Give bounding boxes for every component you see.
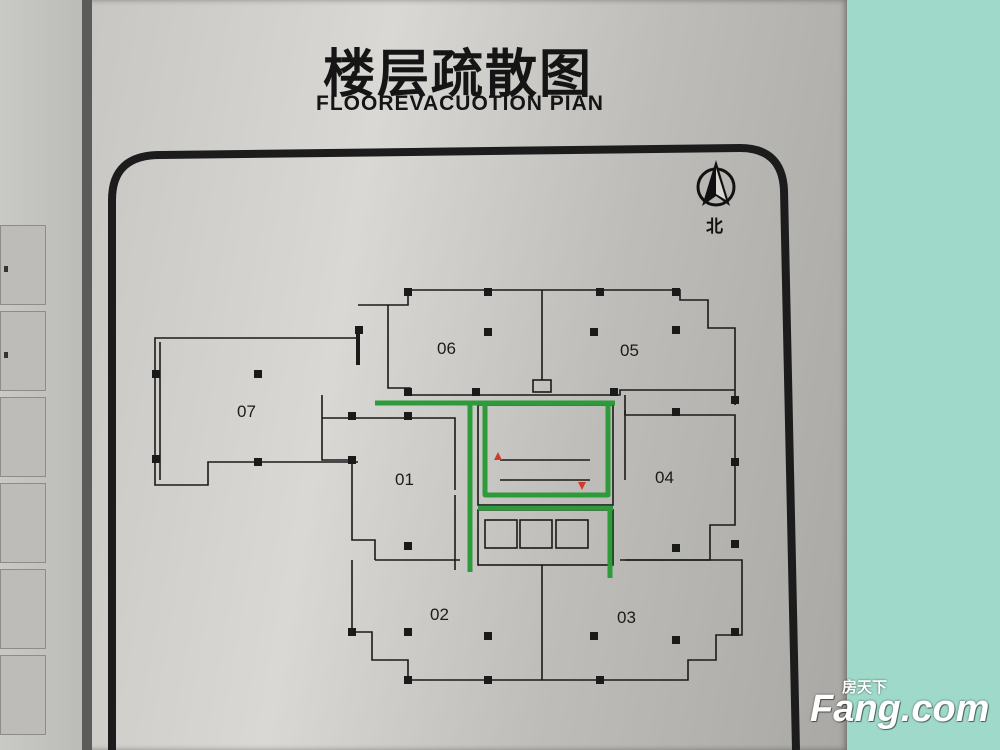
room-label-05: 05 (620, 341, 639, 360)
watermark-brand: Fang.com (810, 688, 990, 730)
sign-plate-edge (82, 0, 92, 750)
room-label-03: 03 (617, 608, 636, 627)
locker-door (0, 311, 46, 391)
north-label: 北 (706, 217, 723, 237)
locker-door (0, 225, 46, 305)
room-label-02: 02 (430, 605, 449, 624)
locker-door (0, 655, 46, 735)
room-label-06: 06 (437, 339, 456, 358)
exit-arrow-icon (494, 452, 586, 490)
watermark-logo: 房天下 Fang.com (810, 676, 990, 742)
locker-panels (0, 225, 48, 750)
keyhole (4, 266, 8, 272)
room-label-04: 04 (655, 468, 674, 487)
keyhole (4, 352, 8, 358)
locker-door (0, 569, 46, 649)
floor-walls (154, 289, 743, 681)
locker-door (0, 483, 46, 563)
sign-frame (108, 143, 800, 750)
watermark-subtitle: 房天下 (842, 678, 888, 696)
evacuation-route (375, 400, 615, 578)
sign-title-english: FLOOREVACUOTION PIAN (316, 92, 604, 115)
room-label-01: 01 (395, 470, 414, 489)
sign-title-chinese: 楼层疏散图 (322, 45, 593, 105)
room-label-07: 07 (237, 402, 256, 421)
locker-door (0, 397, 46, 477)
north-arrow-icon (696, 160, 736, 207)
metal-sign-plate (82, 0, 847, 750)
structural-columns (152, 288, 739, 684)
